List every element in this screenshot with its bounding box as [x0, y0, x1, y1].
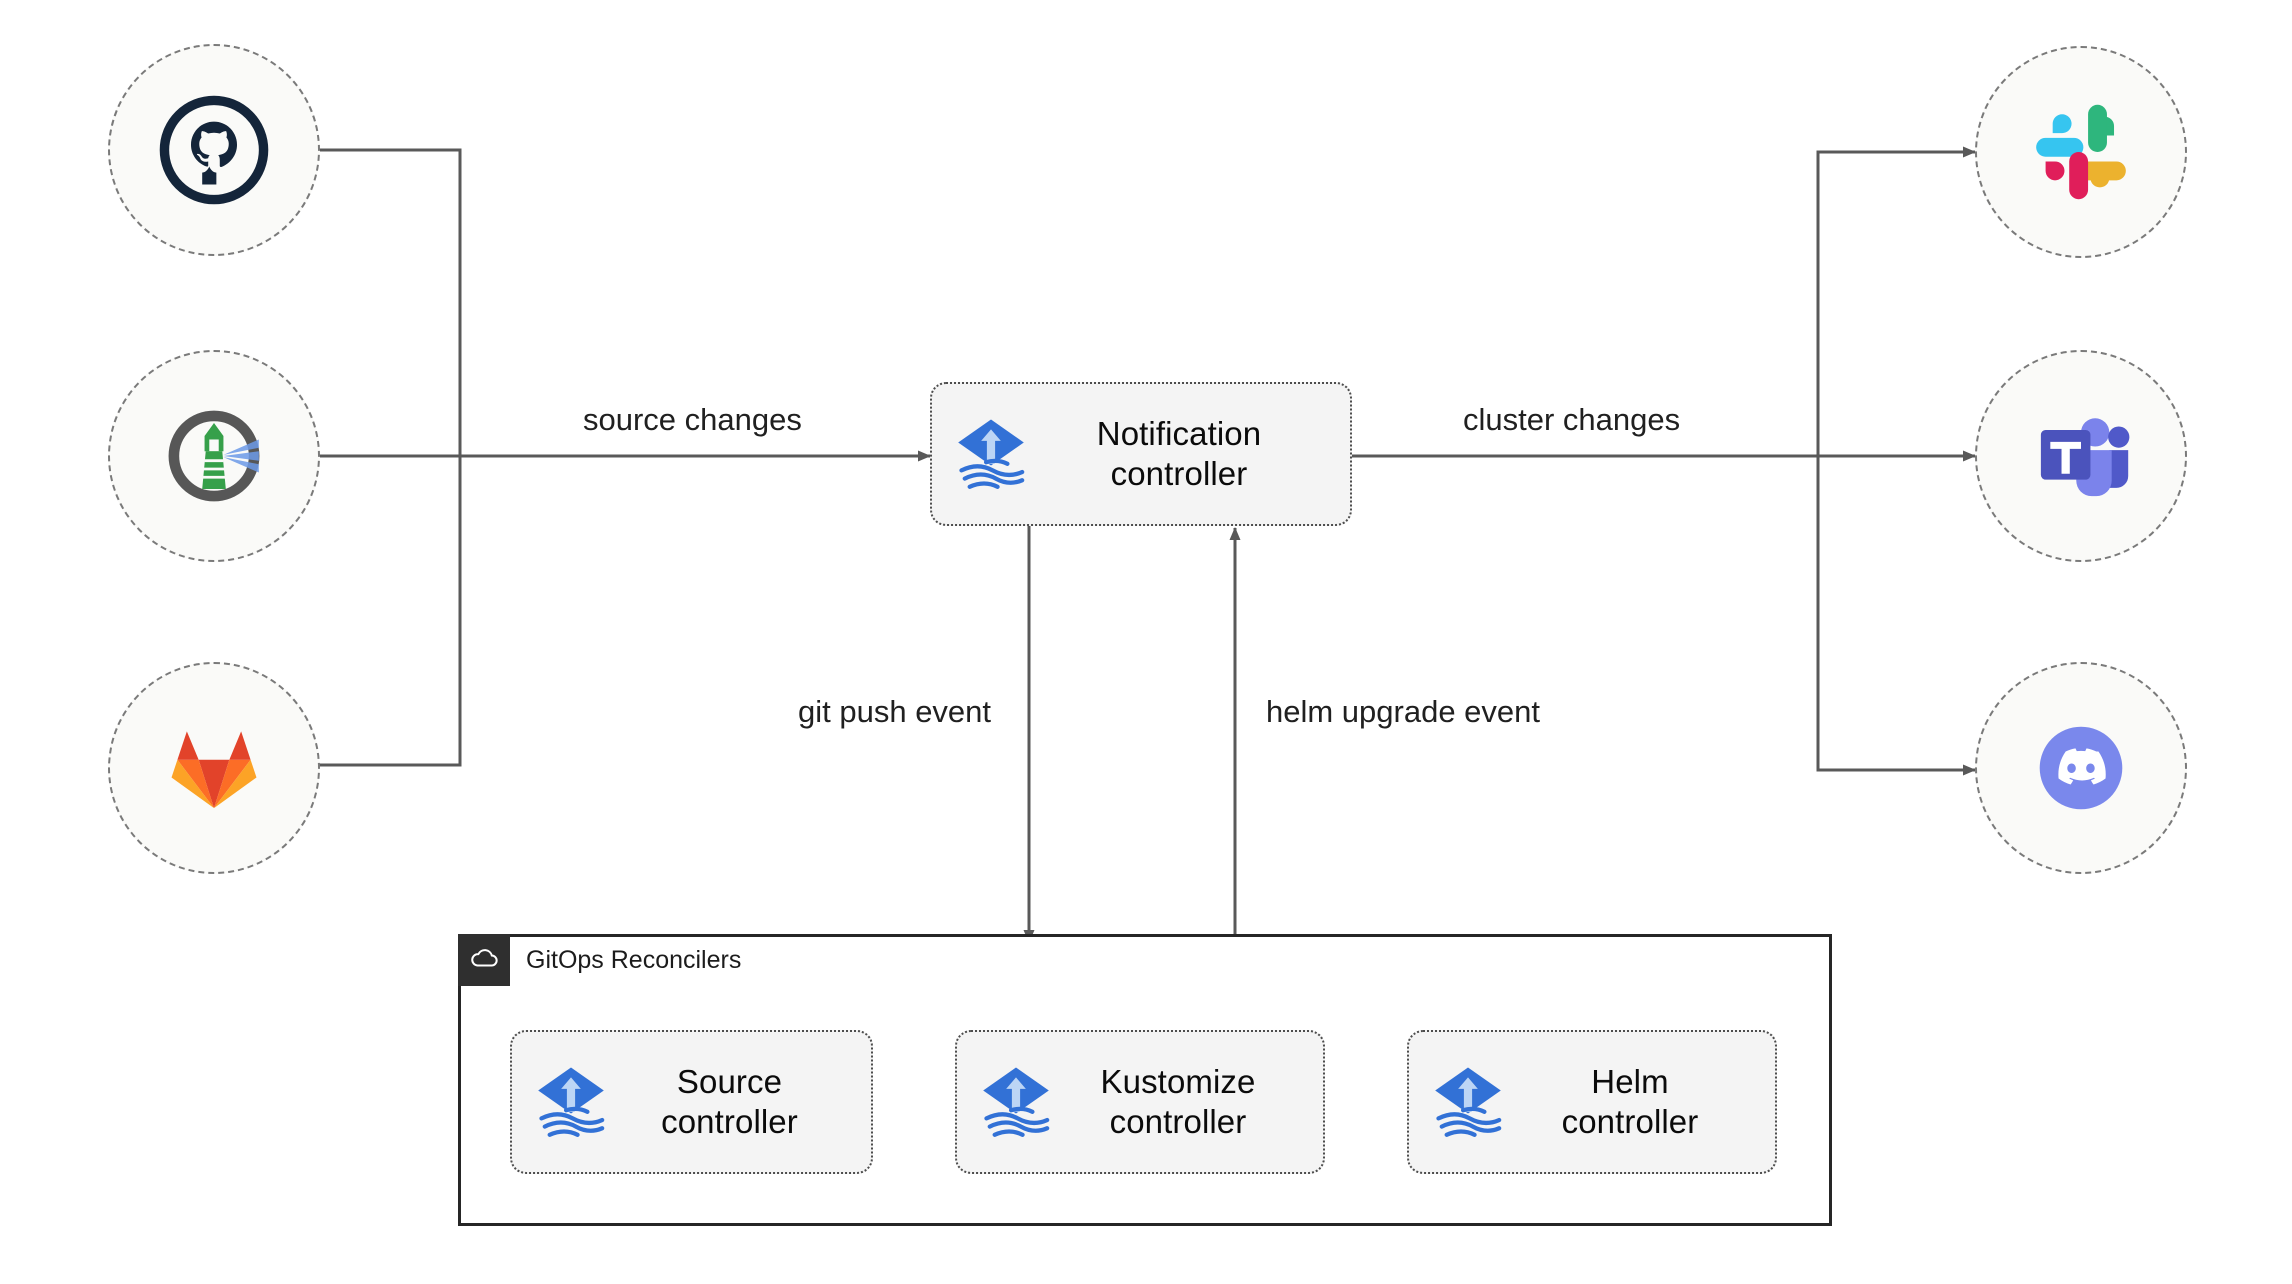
- container-badge: [458, 934, 510, 986]
- cloud-icon: [471, 949, 498, 967]
- source-node-gitlab[interactable]: [108, 662, 320, 874]
- flux-lighthouse-icon: [168, 410, 260, 502]
- edge-label-cluster-changes: cluster changes: [1455, 402, 1689, 438]
- edge-label-git-push-event: git push event: [790, 694, 1000, 730]
- microsoft-teams-icon: [2040, 418, 2130, 497]
- wire-bus-to-slack: [1816, 146, 1976, 456]
- discord-icon: [2039, 726, 2123, 810]
- wire-github-to-bus: [313, 148, 462, 456]
- notification-controller-box[interactable]: Notification controller: [930, 382, 1352, 526]
- source-node-github[interactable]: [108, 44, 320, 256]
- flux-logo-icon: [538, 1067, 605, 1137]
- edge-label-source-changes: source changes: [575, 402, 810, 438]
- helm-controller-label: Helm controller: [1561, 1062, 1699, 1140]
- wire-bus-to-discord: [1816, 456, 1976, 776]
- flux-logo-icon: [983, 1067, 1050, 1137]
- slack-icon: [2036, 104, 2126, 200]
- target-node-slack[interactable]: [1975, 46, 2187, 258]
- github-icon: [159, 95, 269, 205]
- gitops-reconcilers-title: GitOps Reconcilers: [526, 945, 742, 974]
- target-node-teams[interactable]: [1975, 350, 2187, 562]
- flux-logo-icon: [1435, 1067, 1502, 1137]
- wire-gitlab-to-bus: [313, 456, 462, 767]
- helm-controller-box[interactable]: Helm controller: [1407, 1030, 1777, 1174]
- notification-controller-label: Notification controller: [1096, 414, 1262, 492]
- kustomize-controller-label: Kustomize controller: [1100, 1062, 1256, 1140]
- kustomize-controller-box[interactable]: Kustomize controller: [955, 1030, 1325, 1174]
- source-controller-box[interactable]: Source controller: [510, 1030, 873, 1174]
- flux-logo-icon: [958, 419, 1025, 489]
- gitlab-icon: [171, 731, 257, 809]
- source-node-flux[interactable]: [108, 350, 320, 562]
- target-node-discord[interactable]: [1975, 662, 2187, 874]
- gitops-reconcilers-header: GitOps Reconcilers: [458, 934, 741, 986]
- edge-label-helm-upgrade-event: helm upgrade event: [1258, 694, 1549, 730]
- source-controller-label: Source controller: [661, 1062, 798, 1140]
